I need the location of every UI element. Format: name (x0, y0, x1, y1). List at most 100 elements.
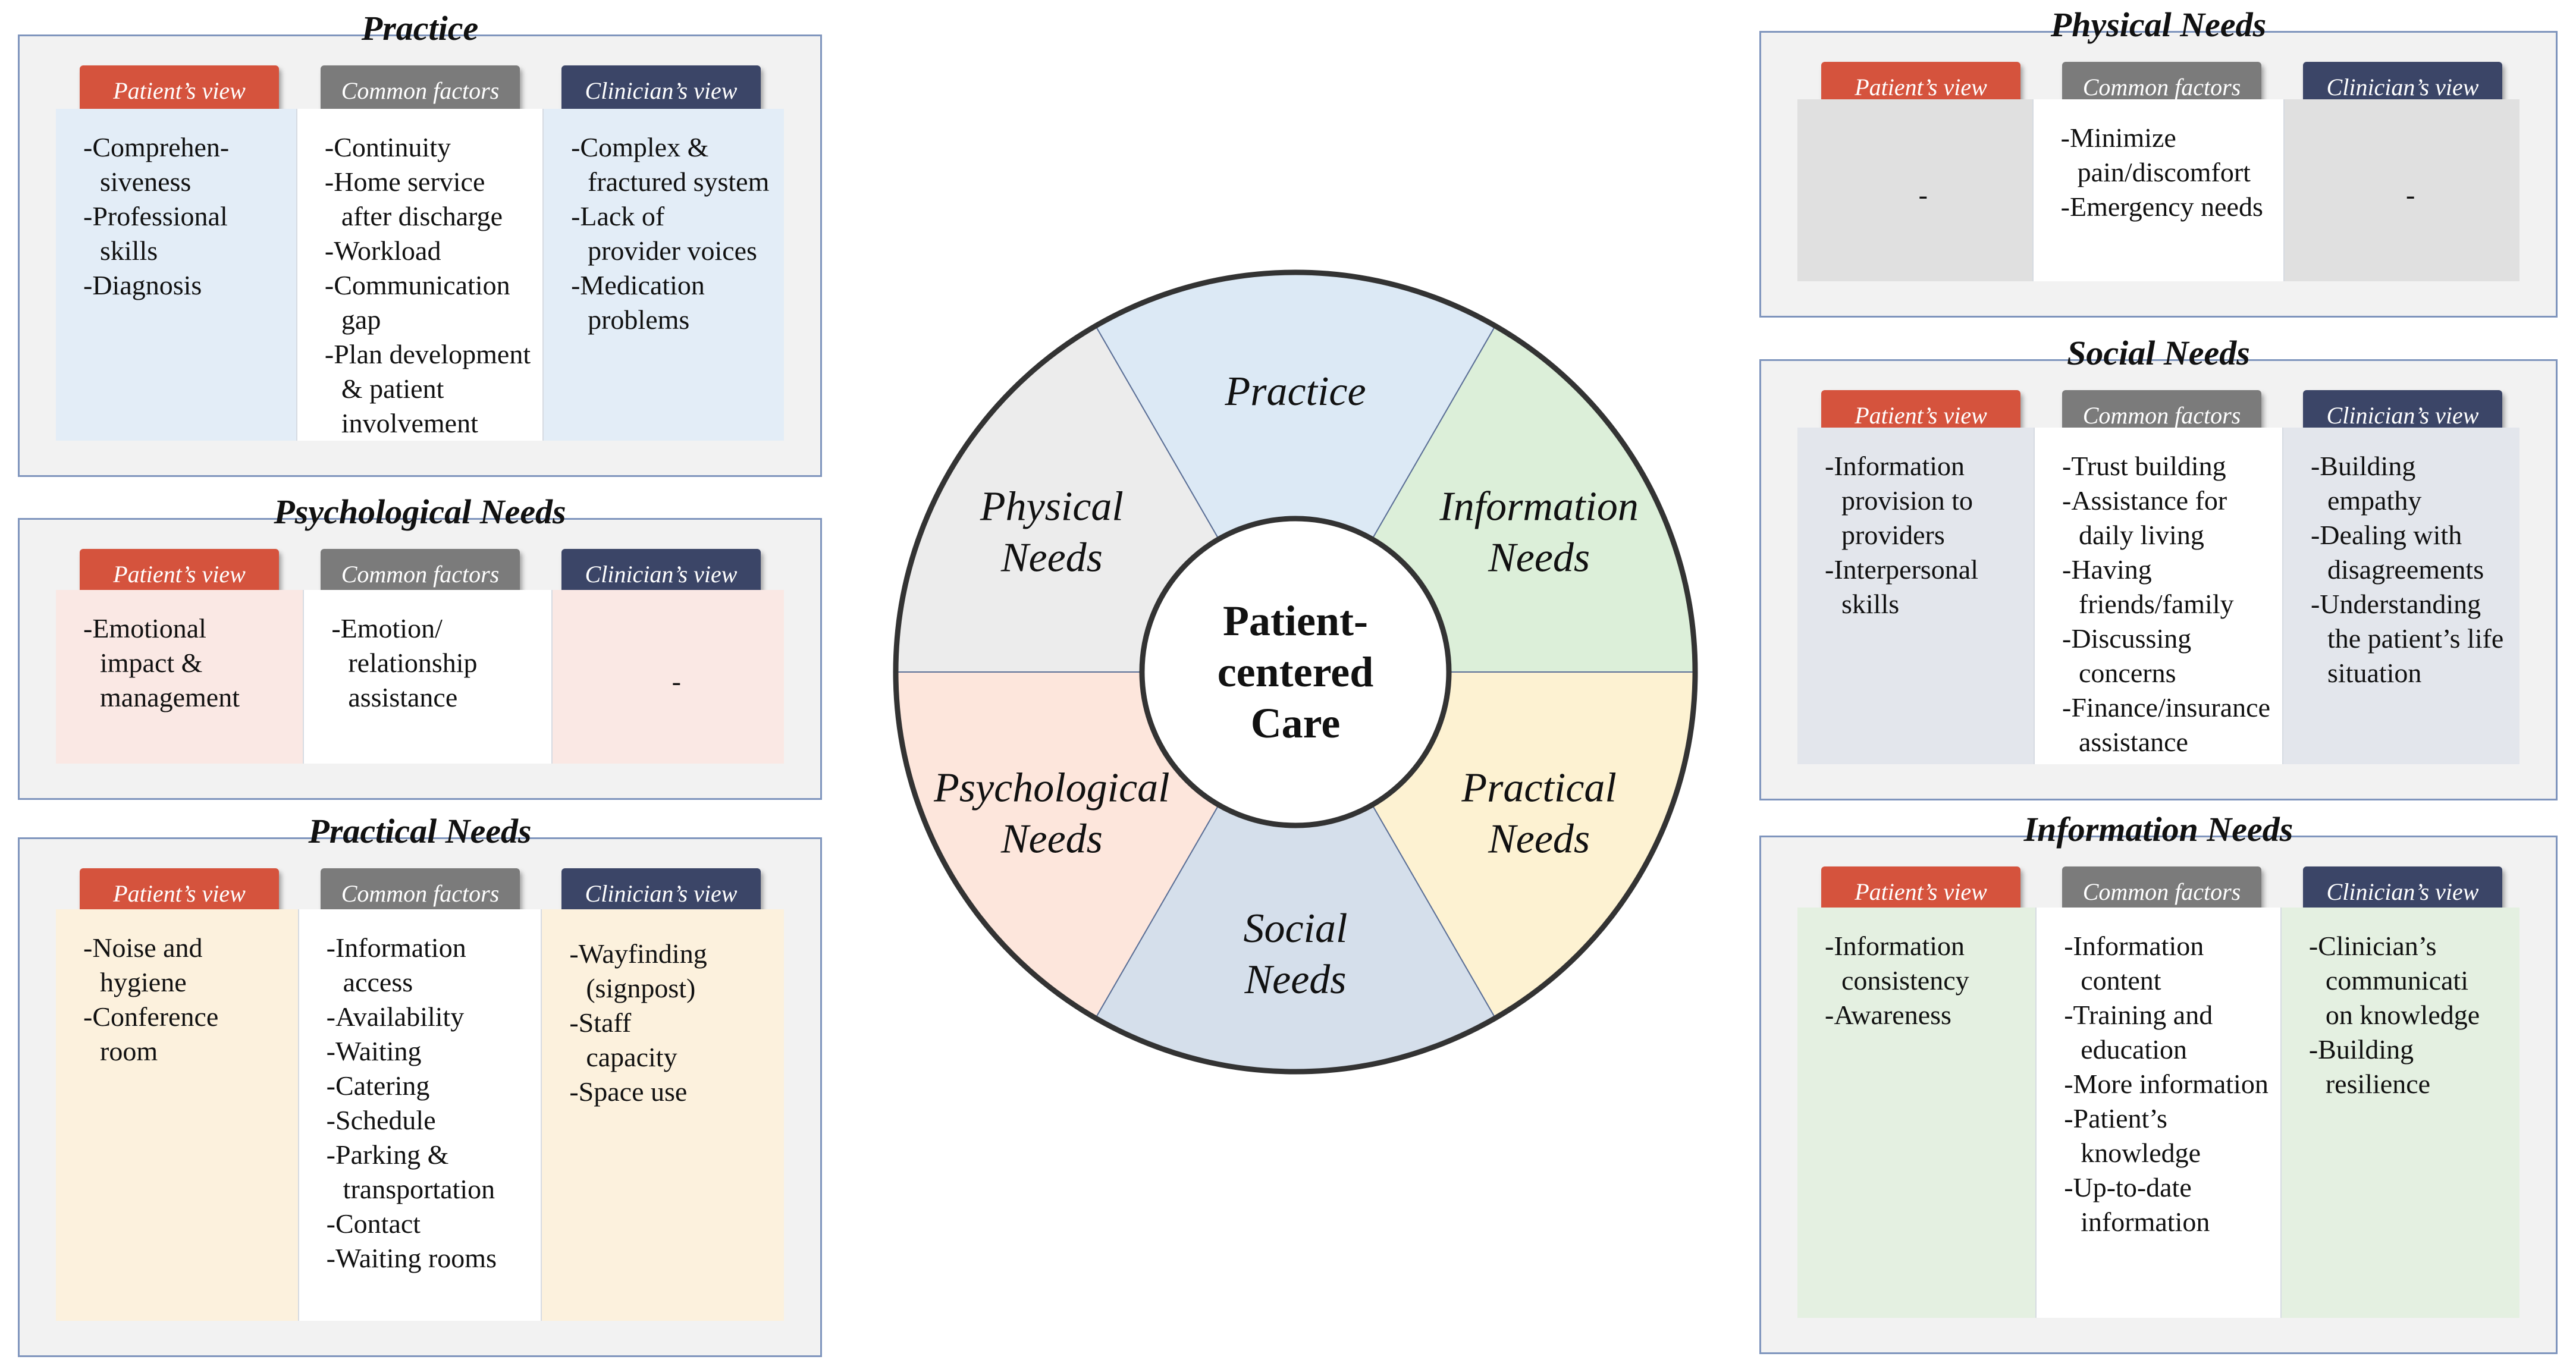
factor-line: on knowledge (2325, 1000, 2480, 1030)
common-factors-column: -Information access -Availability -Waiting -… (299, 909, 542, 1321)
factor-line: -Clinician’s (2308, 931, 2437, 961)
factor-line: information (2081, 1207, 2210, 1237)
factor-line: - (672, 666, 681, 696)
common-factors-column: -Information content -Training and educatio… (2037, 908, 2282, 1318)
factor-line: -Professional (83, 201, 228, 231)
physical-needs-panel: Physical Needs Patient’s view Common fac… (1759, 5, 2558, 318)
factor-line: -Trust building (2062, 451, 2226, 481)
social-needs-panel: Social Needs Patient’s view Common facto… (1759, 334, 2558, 800)
factor-line: -Discussing (2062, 623, 2192, 654)
factor-line: -Dealing with (2310, 520, 2462, 550)
factor-line: -Noise and (83, 932, 203, 963)
information-needs-panel-title: Information Needs (2023, 810, 2293, 849)
factor-line: -Having (2062, 554, 2152, 585)
factor-line: friends/family (2079, 589, 2234, 619)
factor-line: -Complex & (571, 132, 709, 162)
clinician-view-column: - (2285, 99, 2520, 281)
wheel-label-practice: Practice (1224, 369, 1366, 415)
factor-line: siveness (100, 167, 192, 197)
patient-view-column: - (1797, 99, 2034, 281)
factor-line: skills (1841, 589, 1900, 619)
factor-line: -Waiting (326, 1036, 422, 1066)
patient-view-column: -Information provision to providers -Interp… (1797, 428, 2035, 764)
factor-line: - (2406, 180, 2415, 210)
factor-line: empathy (2327, 485, 2422, 516)
social-needs-panel-title: Social Needs (2067, 334, 2250, 372)
factor-line: -Waiting rooms (326, 1243, 497, 1273)
factor-line: -More information (2064, 1069, 2268, 1099)
common-factors-button: Common factors (321, 65, 520, 117)
factor-line: -Continuity (324, 132, 451, 162)
factor-line: -Building (2308, 1034, 2414, 1065)
factor-line: -Contact (326, 1208, 421, 1239)
practice-panel: Practice Patient’s view Common factors C… (18, 9, 822, 477)
factor-line: -Finance/insurance (2062, 692, 2270, 723)
factor-line: capacity (586, 1042, 677, 1072)
factor-line: -Availability (326, 1001, 465, 1032)
clinician-view-button: Clinician’s view (561, 65, 761, 117)
factor-line: - (1918, 180, 1928, 210)
factor-line: impact & (100, 648, 203, 678)
factor-line: -Training and (2064, 1000, 2213, 1030)
practical-needs-panel: Practical Needs Patient’s view Common fa… (18, 812, 822, 1357)
information-needs-panel: Information Needs Patient’s view Common … (1759, 810, 2558, 1354)
factor-line: assistance (2079, 727, 2188, 757)
factor-line: management (100, 682, 240, 712)
factor-line: disagreements (2327, 554, 2484, 585)
factor-line: -Medication (571, 270, 705, 300)
physical-needs-panel-title: Physical Needs (2050, 5, 2267, 44)
factor-line: -Building (2310, 451, 2416, 481)
factor-line: -Emotion/ (331, 613, 443, 643)
factor-line: pain/discomfort (2077, 157, 2251, 187)
factor-line: -Conference (83, 1001, 219, 1032)
factor-line: -Information (2064, 931, 2204, 961)
factor-line: -Information (326, 932, 466, 963)
factor-line: transportation (343, 1174, 495, 1204)
factor-line: after discharge (341, 201, 503, 231)
clinician-view-column: -Building empathy -Dealing with disagreemen… (2283, 428, 2519, 764)
factor-line: -Diagnosis (83, 270, 202, 300)
factor-line: daily living (2079, 520, 2204, 550)
factor-line: providers (1841, 520, 1945, 550)
factor-line: -Staff (569, 1007, 632, 1038)
factor-line: -Awareness (1825, 1000, 1951, 1030)
factor-line: -Interpersonal (1825, 554, 1978, 585)
factor-line: hygiene (100, 967, 187, 997)
factor-line: situation (2327, 658, 2422, 688)
factor-line: access (343, 967, 413, 997)
factor-line: -Workload (324, 236, 441, 266)
factor-line: -Schedule (326, 1105, 436, 1135)
factor-line: -Understanding (2310, 589, 2481, 619)
factor-line: -Emergency needs (2060, 191, 2263, 222)
factor-line: fractured system (588, 167, 770, 197)
factor-line: education (2081, 1034, 2187, 1065)
psychological-needs-panel-title: Psychological Needs (274, 492, 566, 531)
factor-line: -Comprehen- (83, 132, 230, 162)
factor-line: involvement (341, 408, 478, 438)
factor-line: relationship (348, 648, 478, 678)
factor-line: provision to (1841, 485, 1973, 516)
factor-line: -Wayfinding (569, 938, 707, 969)
factor-line: -Information (1825, 451, 1965, 481)
factor-line: -Lack of (571, 201, 665, 231)
factor-line: content (2081, 965, 2161, 996)
factor-line: -Communication (324, 270, 510, 300)
factor-line: (signpost) (586, 973, 696, 1003)
psychological-needs-panel: Psychological Needs Patient’s view Commo… (18, 492, 822, 800)
factor-line: consistency (1841, 965, 1969, 996)
factor-line: skills (100, 236, 158, 266)
factor-line: gap (341, 304, 381, 335)
factor-line: -Catering (326, 1070, 430, 1101)
patient-view-column: -Comprehen-siveness -Professional skills -D… (56, 109, 297, 441)
